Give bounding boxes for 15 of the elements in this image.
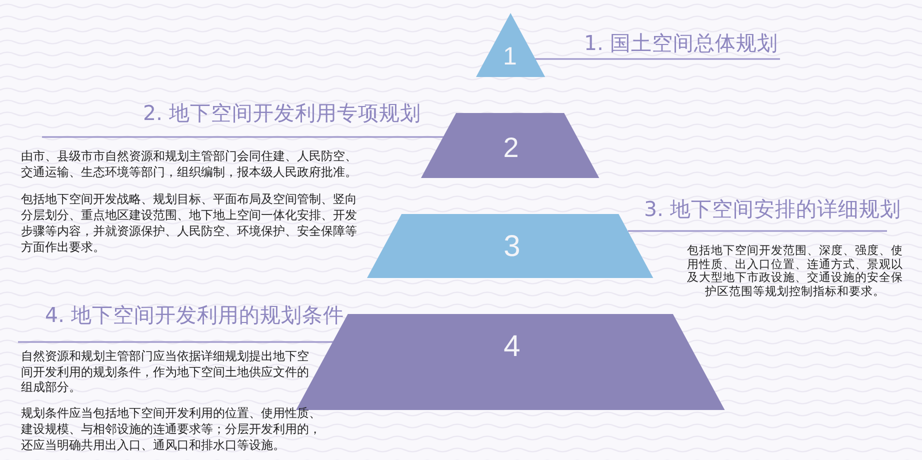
pyramid-tier (421, 113, 600, 178)
description-text: 包括地下空间开发范围、深度、强度、使用性质、出入口位置、连通方式、景观以及大型地下市政设施、交通设施的安全保护区范围等规划控制指标和要求。 (686, 244, 904, 298)
description-text: 由市、县级市市自然资源和规划主管部门会同住建、人民防空、交通运输、生态环境等部门，组织编制，报本级人民政府批准。 (21, 148, 358, 180)
tier-number: 3 (504, 232, 520, 262)
pyramid-tier (476, 13, 546, 77)
description-text: 包括地下空间开发战略、规划目标、平面布局及空间管制、竖向分层划分、重点地区建设范围、地下地上空间一体化安排、开发步骤等内容，并就资源保护、人民防空、环境保护、安全保障等方面作出要求。 (21, 191, 358, 255)
tier-heading: 2. 地下空间开发利用专项规划 (143, 101, 422, 125)
tier-number: 2 (503, 134, 519, 162)
description-text: 自然资源和规划主管部门应当依据详细规划提出地下空间开发利用的规划条件，作为地下空间土地供应文件的组成部分。 (21, 349, 310, 396)
description-text: 规划条件应当包括地下空间开发利用的位置、使用性质、建设规模、与相邻设施的连通要求等；分层开发利用的，还应当明确共用出入口、通风口和排水口等设施。 (21, 405, 322, 453)
tier-heading: 4. 地下空间开发利用的规划条件 (45, 303, 344, 327)
tier-number: 1 (503, 44, 517, 70)
tier-heading: 3. 地下空间安排的详细规划 (644, 197, 902, 221)
tier-number: 4 (504, 332, 520, 362)
tier-heading: 1. 国土空间总体规划 (584, 31, 778, 55)
